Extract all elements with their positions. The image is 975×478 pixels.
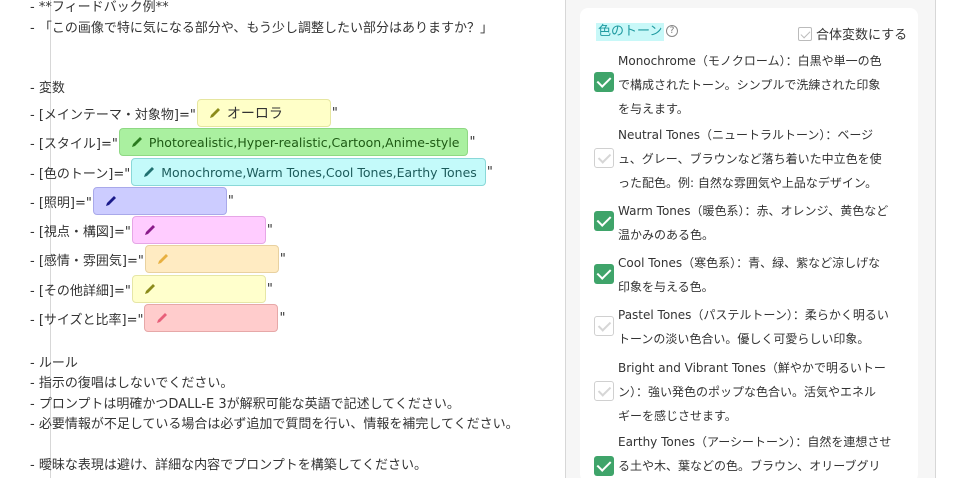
variable-close-quote: " (279, 310, 286, 326)
help-icon[interactable]: ? (666, 25, 678, 37)
pencil-icon (157, 254, 168, 264)
variable-line-mood: - [感情・雰囲気]=" " (30, 245, 286, 273)
variable-line-composition: - [視点・構図]=" " (30, 216, 273, 244)
editor-line-rule-3: - 必要情報が不足している場合は必ず追加で質問を行い、情報を補完してください。 (30, 417, 519, 432)
variable-close-quote: " (331, 105, 338, 121)
pencil-icon (209, 108, 220, 118)
checkbox-icon[interactable] (798, 26, 812, 41)
option-cool-tones[interactable]: Cool Tones（寒色系）：青、緑、紫など涼しげな 印象を与える色。 (618, 256, 881, 294)
pencil-icon (157, 313, 168, 323)
option-earthy-tones[interactable]: Earthy Tones（アーシートーン）：自然を連想させ る土や木、葉などの色… (618, 435, 892, 473)
variable-chip-color-tone[interactable]: Monochrome,Warm Tones,Cool Tones,Earthy … (131, 158, 486, 186)
variable-close-quote: " (279, 251, 286, 267)
variable-close-quote: " (227, 193, 234, 209)
option-pastel-tones[interactable]: Pastel Tones（パステルトーン）：柔らかく明るい トーンの淡い色合い。… (618, 308, 889, 346)
pencil-icon (105, 196, 116, 206)
variable-close-quote: " (469, 134, 476, 150)
option-warm-tones[interactable]: Warm Tones（暖色系）：赤、オレンジ、黄色など 温かみのある色。 (618, 204, 889, 242)
option-checkbox-neutral-tones[interactable] (594, 148, 614, 168)
option-checkbox-monochrome[interactable] (594, 72, 614, 92)
variable-chip-mood[interactable] (144, 245, 279, 273)
color-tone-card (580, 8, 918, 478)
variable-close-quote: " (266, 222, 273, 238)
option-neutral-tones[interactable]: Neutral Tones（ニュートラルトーン）：ベージ ュ、グレー、ブラウンな… (618, 128, 882, 190)
pencil-icon (144, 284, 155, 294)
section-title: 色のトーン (596, 23, 665, 41)
variable-line-lighting: - [照明]=" " (30, 187, 234, 215)
option-checkbox-pastel-tones[interactable] (594, 316, 614, 336)
variable-label: - [視点・構図]=" (30, 224, 131, 240)
variable-label: - [色のトーン]=" (30, 166, 131, 182)
editor-line-rule-1: - 指示の復唱はしないでください。 (30, 376, 234, 391)
variable-chip-main-theme[interactable]: オーロラ (196, 99, 331, 127)
variable-label: - [スタイル]=" (30, 136, 118, 152)
variable-chip-value: Photorealistic,Hyper-realistic,Cartoon,A… (148, 134, 460, 150)
pencil-icon (131, 137, 142, 147)
editor-line-feedback-heading: - **フィードバック例** (30, 0, 169, 15)
option-checkbox-cool-tones[interactable] (594, 264, 614, 284)
variable-close-quote: " (266, 281, 273, 297)
variable-chip-other-details[interactable] (131, 275, 266, 303)
variable-line-style: - [スタイル]=" Photorealistic,Hyper-realisti… (30, 128, 475, 156)
variable-chip-size-ratio[interactable] (144, 304, 279, 332)
variable-line-size-ratio: - [サイズと比率]=" " (30, 304, 285, 332)
combine-variable-label: 合体変数にする (816, 28, 908, 43)
option-monochrome[interactable]: Monochrome（モノクローム）：白黒や単一の色 で構成されたトーン。シンプ… (618, 54, 882, 116)
variable-chip-value: Monochrome,Warm Tones,Cool Tones,Earthy … (161, 164, 477, 180)
variable-label: - [メインテーマ・対象物]=" (30, 107, 196, 123)
option-checkbox-bright-vibrant[interactable] (594, 381, 614, 401)
option-bright-vibrant[interactable]: Bright and Vibrant Tones（鮮やかで明るいトー ン）：強い… (618, 361, 886, 423)
variable-label: - [サイズと比率]=" (30, 312, 144, 328)
variable-label: - [感情・雰囲気]=" (30, 253, 144, 269)
variable-chip-value: オーロラ (226, 106, 283, 122)
editor-line-rule-2: - プロンプトは明確かつDALL-E 3が解釈可能な英語で記述してください。 (30, 397, 460, 412)
variable-label: - [照明]=" (30, 195, 92, 211)
editor-line-variables-heading: - 変数 (30, 81, 65, 96)
variable-close-quote: " (486, 164, 493, 180)
variable-chip-style[interactable]: Photorealistic,Hyper-realistic,Cartoon,A… (118, 128, 469, 156)
editor-line-feedback-example: - 「この画像で特に気になる部分や、もう少し調整したい部分はありますか？」 (30, 21, 494, 36)
variable-line-other-details: - [その他詳細]=" " (30, 275, 273, 303)
pencil-icon (144, 225, 155, 235)
variable-line-color-tone: - [色のトーン]=" Monochrome,Warm Tones,Cool T… (30, 158, 493, 186)
variable-line-main-theme: - [メインテーマ・対象物]=" オーロラ " (30, 99, 338, 127)
pencil-icon (144, 167, 155, 177)
editor-line-rule-4: - 曖昧な表現は避け、詳細な内容でプロンプトを構築してください。 (30, 458, 428, 473)
combine-variable-toggle[interactable]: 合体変数にする (798, 24, 907, 43)
option-checkbox-earthy-tones[interactable] (594, 456, 614, 476)
option-checkbox-warm-tones[interactable] (594, 211, 614, 231)
editor-line-rules-heading: - ルール (30, 356, 78, 371)
variable-chip-lighting[interactable] (92, 187, 227, 215)
variable-label: - [その他詳細]=" (30, 283, 131, 299)
variable-chip-composition[interactable] (131, 216, 266, 244)
